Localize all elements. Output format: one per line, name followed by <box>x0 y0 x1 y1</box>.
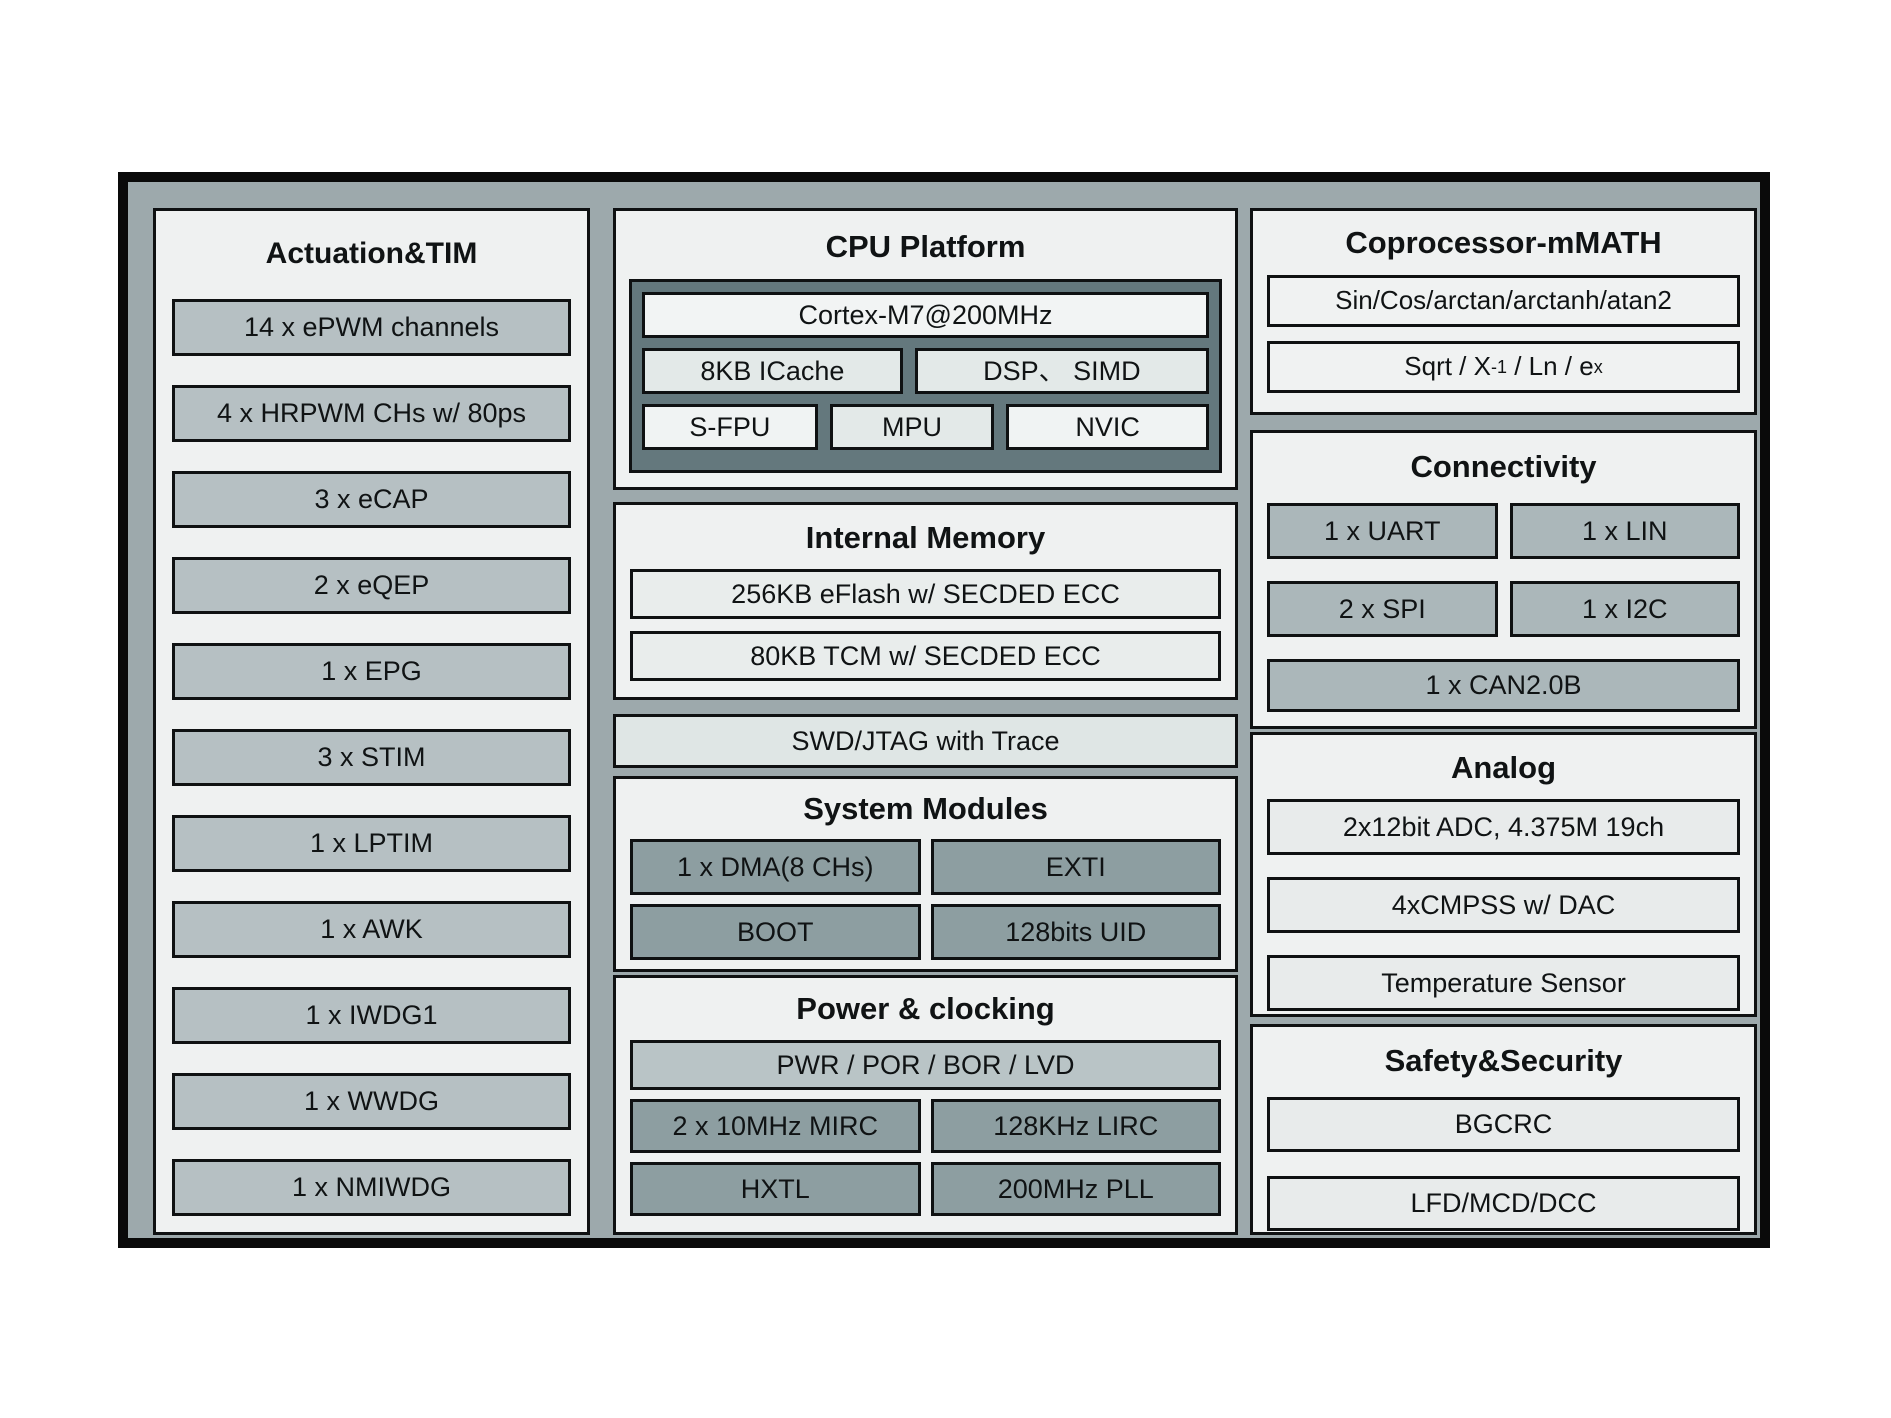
panel-connectivity: Connectivity 1 x UART 1 x LIN 2 x SPI 1 … <box>1250 430 1757 729</box>
cpu-units-row: S-FPU MPU NVIC <box>642 404 1209 450</box>
panel-coprocessor-mmath: Coprocessor-mMATH Sin/Cos/arctan/arctanh… <box>1250 208 1757 415</box>
lfd-mcd-dcc-box: LFD/MCD/DCC <box>1267 1176 1740 1231</box>
boot-box: BOOT <box>630 904 921 960</box>
connectivity-grid: 1 x UART 1 x LIN 2 x SPI 1 x I2C <box>1267 503 1740 637</box>
epg-box: 1 x EPG <box>172 643 571 700</box>
icache-box: 8KB ICache <box>642 348 903 394</box>
cortex-m7-box: Cortex-M7@200MHz <box>642 292 1209 338</box>
stim-box: 3 x STIM <box>172 729 571 786</box>
adc-box: 2x12bit ADC, 4.375M 19ch <box>1267 799 1740 855</box>
epwm-channels-box: 14 x ePWM channels <box>172 299 571 356</box>
chip-outline: Actuation&TIM 14 x ePWM channels 4 x HRP… <box>118 172 1770 1248</box>
power-clocking-title: Power & clocking <box>796 991 1055 1026</box>
hrpwm-box: 4 x HRPWM CHs w/ 80ps <box>172 385 571 442</box>
math-base-2: / Ln / e <box>1506 351 1594 382</box>
coprocessor-title: Coprocessor-mMATH <box>1345 225 1662 260</box>
actuation-title: Actuation&TIM <box>265 237 478 270</box>
tcm-box: 80KB TCM w/ SECDED ECC <box>630 631 1221 681</box>
memory-rows: 256KB eFlash w/ SECDED ECC 80KB TCM w/ S… <box>630 569 1221 681</box>
dsp-simd-box: DSP、 SIMD <box>914 348 1209 394</box>
ecap-box: 3 x eCAP <box>172 471 571 528</box>
panel-power-clocking: Power & clocking PWR / POR / BOR / LVD 2… <box>613 975 1238 1235</box>
dma-box: 1 x DMA(8 CHs) <box>630 839 921 895</box>
mpu-box: MPU <box>829 404 995 450</box>
cmpss-box: 4xCMPSS w/ DAC <box>1267 877 1740 933</box>
exti-box: EXTI <box>930 839 1221 895</box>
system-modules-grid: 1 x DMA(8 CHs) EXTI BOOT 128bits UID <box>630 839 1221 960</box>
panel-cpu-platform: CPU Platform Cortex-M7@200MHz 8KB ICache… <box>613 208 1238 490</box>
uid-box: 128bits UID <box>930 904 1221 960</box>
can-box: 1 x CAN2.0B <box>1267 659 1740 712</box>
panel-actuation-tim: Actuation&TIM 14 x ePWM channels 4 x HRP… <box>153 208 590 1235</box>
lin-box: 1 x LIN <box>1509 503 1740 559</box>
pwr-por-bor-lvd-box: PWR / POR / BOR / LVD <box>630 1040 1221 1090</box>
pll-box: 200MHz PLL <box>930 1162 1221 1216</box>
analog-title: Analog <box>1450 750 1557 785</box>
eflash-box: 256KB eFlash w/ SECDED ECC <box>630 569 1221 619</box>
cpu-cache-row: 8KB ICache DSP、 SIMD <box>642 348 1209 394</box>
wwdg-box: 1 x WWDG <box>172 1073 571 1130</box>
temp-sensor-box: Temperature Sensor <box>1267 955 1740 1011</box>
actuation-items: 14 x ePWM channels 4 x HRPWM CHs w/ 80ps… <box>172 299 571 1216</box>
safety-rows: BGCRC LFD/MCD/DCC <box>1267 1097 1740 1231</box>
panel-system-modules: System Modules 1 x DMA(8 CHs) EXTI BOOT … <box>613 776 1238 972</box>
lirc-box: 128KHz LIRC <box>930 1099 1221 1153</box>
safety-security-title: Safety&Security <box>1384 1043 1623 1078</box>
mirc-box: 2 x 10MHz MIRC <box>630 1099 921 1153</box>
analog-rows: 2x12bit ADC, 4.375M 19ch 4xCMPSS w/ DAC … <box>1267 799 1740 1011</box>
internal-memory-title: Internal Memory <box>805 520 1046 555</box>
clock-grid: 2 x 10MHz MIRC 128KHz LIRC HXTL 200MHz P… <box>630 1099 1221 1216</box>
connectivity-title: Connectivity <box>1410 449 1597 484</box>
system-modules-title: System Modules <box>803 791 1048 826</box>
hxtl-box: HXTL <box>630 1162 921 1216</box>
eqep-box: 2 x eQEP <box>172 557 571 614</box>
panel-internal-memory: Internal Memory 256KB eFlash w/ SECDED E… <box>613 502 1238 700</box>
bgcrc-box: BGCRC <box>1267 1097 1740 1152</box>
spi-box: 2 x SPI <box>1267 581 1498 637</box>
sfpu-box: S-FPU <box>642 404 818 450</box>
lptim-box: 1 x LPTIM <box>172 815 571 872</box>
awk-box: 1 x AWK <box>172 901 571 958</box>
cpu-core-container: Cortex-M7@200MHz 8KB ICache DSP、 SIMD S-… <box>629 279 1222 473</box>
trig-functions-box: Sin/Cos/arctan/arctanh/atan2 <box>1267 275 1740 327</box>
iwdg1-box: 1 x IWDG1 <box>172 987 571 1044</box>
swd-jtag-bar: SWD/JTAG with Trace <box>613 714 1238 768</box>
cpu-platform-title: CPU Platform <box>825 229 1026 264</box>
panel-analog: Analog 2x12bit ADC, 4.375M 19ch 4xCMPSS … <box>1250 732 1757 1017</box>
uart-box: 1 x UART <box>1267 503 1498 559</box>
i2c-box: 1 x I2C <box>1509 581 1740 637</box>
cpu-core-row: Cortex-M7@200MHz <box>642 292 1209 338</box>
nvic-box: NVIC <box>1006 404 1209 450</box>
panel-safety-security: Safety&Security BGCRC LFD/MCD/DCC <box>1250 1024 1757 1235</box>
coprocessor-rows: Sin/Cos/arctan/arctanh/atan2 Sqrt / X-1 … <box>1267 275 1740 393</box>
nmiwdg-box: 1 x NMIWDG <box>172 1159 571 1216</box>
math-base-1: Sqrt / X <box>1404 351 1491 382</box>
